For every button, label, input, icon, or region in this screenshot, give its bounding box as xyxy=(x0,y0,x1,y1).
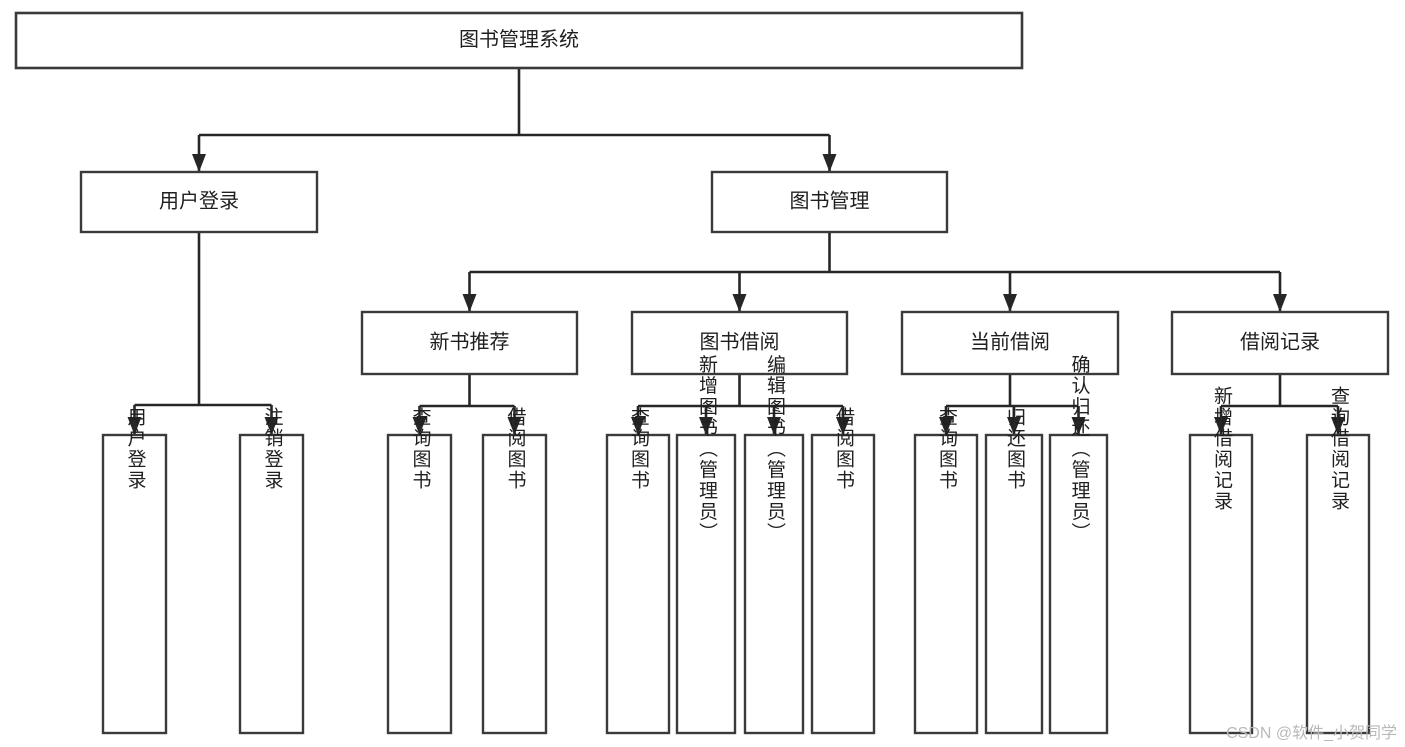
new-book-recommend-arrow-1 xyxy=(507,417,522,435)
node-query-borrow-record-rect[interactable] xyxy=(1305,433,1371,735)
node-logout-leaf-label: 注销登录 xyxy=(261,407,283,491)
root-arrow-1 xyxy=(822,154,837,172)
node-borrow-book-recommend-label: 借阅图书 xyxy=(504,407,526,491)
node-book-manage-rect[interactable] xyxy=(710,170,949,234)
node-confirm-return-admin-label: 确认归还（管理员） xyxy=(1068,354,1090,543)
node-book-borrow-rect[interactable] xyxy=(630,310,849,376)
node-book-borrow-label: 图书借阅 xyxy=(700,330,780,353)
user-login-arrow-1 xyxy=(264,417,279,435)
node-add-borrow-record-label: 新增借阅记录 xyxy=(1211,386,1233,512)
book-borrow-arrow-0 xyxy=(631,417,645,435)
node-current-borrow[interactable]: 当前借阅 xyxy=(900,310,1120,376)
node-add-borrow-record-rect[interactable] xyxy=(1188,433,1254,735)
node-query-borrow-record[interactable]: 查询借阅记录 xyxy=(1305,386,1371,735)
csdn-watermark: CSDN @软件_小贺同学 xyxy=(1226,725,1397,742)
node-query-book-recommend-label: 查询图书 xyxy=(409,407,431,491)
node-book-borrow[interactable]: 图书借阅 xyxy=(630,310,849,376)
node-query-borrow-record-label: 查询借阅记录 xyxy=(1328,386,1350,512)
node-add-book-admin-label: 新增图书（管理员） xyxy=(696,354,718,543)
node-logout-leaf-rect[interactable] xyxy=(238,433,305,735)
node-return-book-current-label: 归还图书 xyxy=(1004,407,1026,491)
node-return-book-current[interactable]: 归还图书 xyxy=(984,407,1044,735)
current-borrow-arrow-2 xyxy=(1071,417,1086,435)
book-manage-arrow-3 xyxy=(1273,294,1287,312)
root-arrow-0 xyxy=(192,154,206,172)
node-confirm-return-admin-rect[interactable] xyxy=(1048,433,1109,735)
book-borrow-arrow-2 xyxy=(767,417,781,435)
book-manage-arrow-2 xyxy=(1003,294,1017,312)
node-return-book-current-rect[interactable] xyxy=(984,433,1044,735)
node-add-borrow-record[interactable]: 新增借阅记录 xyxy=(1188,386,1254,735)
book-manage-arrow-1 xyxy=(732,294,747,312)
node-borrow-record[interactable]: 借阅记录 xyxy=(1170,310,1390,376)
user-login-arrow-0 xyxy=(127,417,142,435)
node-borrow-book-recommend[interactable]: 借阅图书 xyxy=(481,407,548,735)
current-borrow-arrow-0 xyxy=(939,417,953,435)
node-query-book-recommend-rect[interactable] xyxy=(386,433,453,735)
node-new-book-recommend-rect[interactable] xyxy=(360,310,579,376)
node-current-borrow-rect[interactable] xyxy=(900,310,1120,376)
node-book-manage-label: 图书管理 xyxy=(790,189,870,212)
node-query-book-current-rect[interactable] xyxy=(913,433,979,735)
node-query-book-current[interactable]: 查询图书 xyxy=(913,407,979,735)
node-borrow-book-borrow-label: 借阅图书 xyxy=(833,407,855,491)
node-new-book-recommend-label: 新书推荐 xyxy=(430,330,510,353)
node-edit-book-admin[interactable]: 编辑图书（管理员） xyxy=(743,354,805,735)
node-user-login-leaf[interactable]: 用户登录 xyxy=(101,407,168,735)
node-query-book-recommend[interactable]: 查询图书 xyxy=(386,407,453,735)
node-query-book-borrow[interactable]: 查询图书 xyxy=(605,407,671,735)
book-borrow-arrow-1 xyxy=(699,417,713,435)
node-edit-book-admin-rect[interactable] xyxy=(743,433,805,735)
node-query-book-borrow-label: 查询图书 xyxy=(628,407,650,491)
node-logout-leaf[interactable]: 注销登录 xyxy=(238,407,305,735)
new-book-recommend-arrow-0 xyxy=(412,417,427,435)
node-user-login-label: 用户登录 xyxy=(159,189,239,212)
node-borrow-book-borrow-rect[interactable] xyxy=(810,433,876,735)
node-borrow-record-rect[interactable] xyxy=(1170,310,1390,376)
node-root-label: 图书管理系统 xyxy=(459,28,579,51)
node-root-rect[interactable] xyxy=(14,11,1024,70)
book-manage-arrow-0 xyxy=(462,294,477,312)
borrow-record-arrow-1 xyxy=(1331,417,1345,435)
node-query-book-borrow-rect[interactable] xyxy=(605,433,671,735)
current-borrow-arrow-1 xyxy=(1007,417,1021,435)
node-borrow-book-borrow[interactable]: 借阅图书 xyxy=(810,407,876,735)
node-add-book-admin-rect[interactable] xyxy=(675,433,737,735)
node-root[interactable]: 图书管理系统 xyxy=(14,11,1024,70)
node-borrow-book-recommend-rect[interactable] xyxy=(481,433,548,735)
node-edit-book-admin-label: 编辑图书（管理员） xyxy=(764,354,786,543)
node-layer: 图书管理系统用户登录图书管理新书推荐图书借阅当前借阅借阅记录用户登录注销登录查询… xyxy=(14,11,1390,735)
node-query-book-current-label: 查询图书 xyxy=(936,407,958,491)
borrow-record-arrow-0 xyxy=(1214,417,1228,435)
node-confirm-return-admin[interactable]: 确认归还（管理员） xyxy=(1048,354,1109,735)
connector-layer xyxy=(127,68,1345,435)
node-user-login[interactable]: 用户登录 xyxy=(79,170,319,234)
node-current-borrow-label: 当前借阅 xyxy=(970,330,1050,353)
node-new-book-recommend[interactable]: 新书推荐 xyxy=(360,310,579,376)
node-book-manage[interactable]: 图书管理 xyxy=(710,170,949,234)
node-add-book-admin[interactable]: 新增图书（管理员） xyxy=(675,354,737,735)
node-borrow-record-label: 借阅记录 xyxy=(1240,330,1320,353)
node-user-login-leaf-label: 用户登录 xyxy=(124,407,146,491)
node-user-login-leaf-rect[interactable] xyxy=(101,433,168,735)
book-borrow-arrow-3 xyxy=(836,417,850,435)
node-user-login-rect[interactable] xyxy=(79,170,319,234)
